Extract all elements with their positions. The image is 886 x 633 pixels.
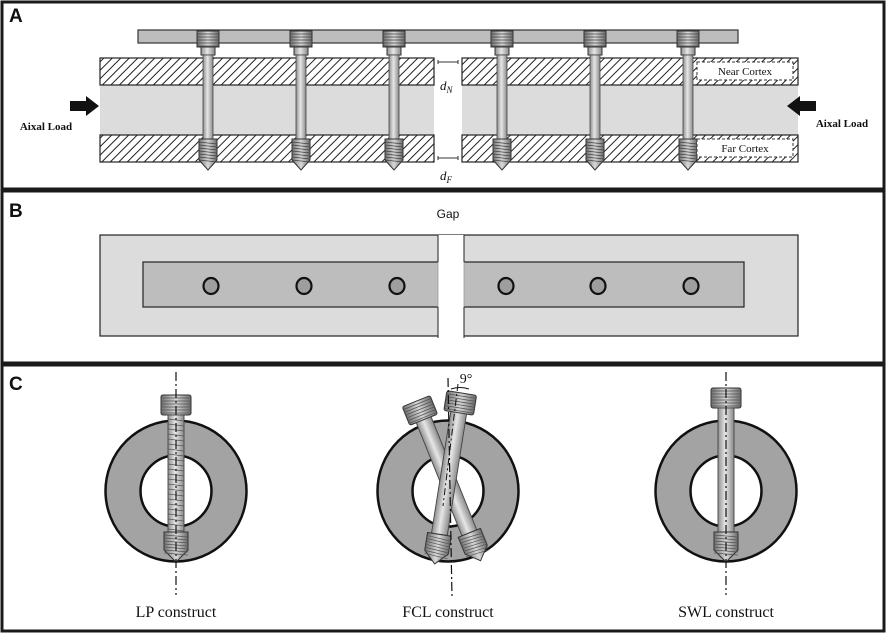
locking-screw xyxy=(583,30,607,171)
lp-construct: LP construct xyxy=(104,372,248,621)
locking-screw xyxy=(676,30,700,171)
near-cortex-left xyxy=(99,57,435,86)
lp-construct-label: LP construct xyxy=(136,604,217,621)
swl-construct-label: SWL construct xyxy=(678,604,774,621)
far-cortex-label-box xyxy=(696,138,794,158)
panel-a: A Near Cortex Far Cortex Aixal Load Aixa… xyxy=(0,0,886,191)
fracture-gap xyxy=(434,58,462,162)
df-dimension: dF xyxy=(437,156,459,185)
locking-screw xyxy=(289,30,313,171)
gap-label: Gap xyxy=(437,207,460,221)
panel-c-letter: C xyxy=(9,374,23,395)
fcl-screw-angled-alt xyxy=(424,390,477,565)
locking-screw xyxy=(196,30,220,171)
plate-screw-holes xyxy=(202,276,700,296)
screw-hole xyxy=(682,276,700,296)
fcl-axis-line xyxy=(447,377,453,599)
locking-screw xyxy=(490,30,514,171)
axial-load-label-right: Aixal Load xyxy=(816,118,868,130)
bone-plate xyxy=(137,29,739,44)
swl-construct: SWL construct xyxy=(654,372,798,621)
dn-dimension: dN xyxy=(437,60,459,95)
locking-screw xyxy=(382,30,406,171)
panel-b: B Gap xyxy=(0,189,886,365)
gap-top-view xyxy=(438,235,464,338)
screw-hole xyxy=(589,276,607,296)
far-cortex-label: Far Cortex xyxy=(721,143,769,155)
screw-hole xyxy=(202,276,220,296)
dn-label: dN xyxy=(440,78,454,95)
panel-b-letter: B xyxy=(9,201,23,222)
fcl-construct: 9° FCL construct xyxy=(376,372,520,621)
lp-screw xyxy=(160,394,192,563)
far-cortex-left xyxy=(99,134,435,163)
axial-load-label-left: Aixal Load xyxy=(20,121,72,133)
axial-load-arrow-right xyxy=(787,96,816,116)
screw-hole xyxy=(295,276,313,296)
angle-label: 9° xyxy=(460,372,473,387)
screw-hole xyxy=(497,276,515,296)
panel-c: C LP construct 9° FCL construct xyxy=(0,363,886,633)
df-label: dF xyxy=(440,168,453,185)
fcl-construct-label: FCL construct xyxy=(402,604,494,621)
angle-arc xyxy=(450,387,470,390)
axial-load-arrow-left xyxy=(70,96,99,116)
near-cortex-label-box xyxy=(696,61,794,81)
screw-hole xyxy=(388,276,406,296)
fcl-angled-axis-line xyxy=(442,383,459,507)
panel-a-screws xyxy=(196,30,700,171)
near-cortex-label: Near Cortex xyxy=(718,66,773,78)
panel-a-letter: A xyxy=(9,6,23,27)
